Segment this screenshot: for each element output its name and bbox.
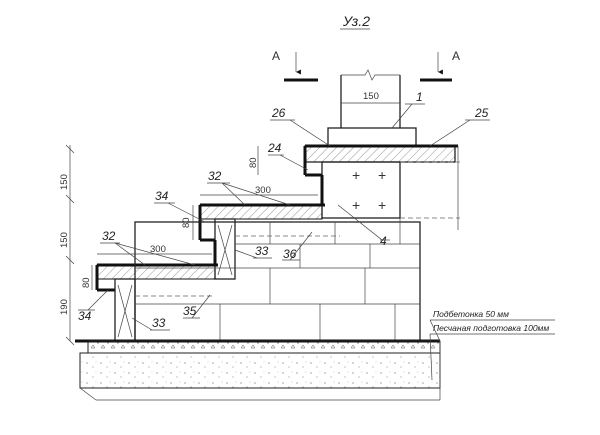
left-dimensions: 150 150 190: [59, 144, 75, 346]
svg-text:+: +: [378, 197, 386, 213]
dim-150-left-mid: 150: [59, 232, 70, 248]
svg-text:+: +: [352, 167, 360, 183]
label-1: 1: [416, 90, 423, 104]
top-landing: + + + +: [303, 144, 460, 230]
step-upper: [198, 175, 325, 280]
dim-80-mid: 80: [181, 217, 192, 228]
dim-300-lower: 300: [150, 244, 166, 255]
dim-80-top: 80: [248, 157, 259, 168]
drawing-title: Уз.2: [342, 13, 370, 29]
svg-text:+: +: [352, 197, 360, 213]
label-32-upper: 32: [208, 169, 222, 183]
column-element: 150: [327, 69, 417, 147]
dim-150-left-top: 150: [59, 174, 70, 190]
label-34-upper: 34: [155, 189, 169, 203]
label-24: 24: [267, 141, 282, 155]
label-36: 36: [283, 247, 297, 261]
step-lower: [95, 240, 218, 342]
label-33-lower: 33: [152, 316, 166, 330]
label-33-upper: 33: [255, 244, 269, 258]
dim-190-left: 190: [59, 299, 70, 315]
label-32-lower: 32: [102, 229, 116, 243]
label-35: 35: [183, 304, 197, 318]
tread-dimensions: 300 300 80 80 80: [81, 146, 318, 290]
label-26: 26: [271, 106, 286, 120]
callouts: 1 26 25 24 32 34 4 33 36 32 34: [78, 90, 490, 331]
dim-80-low: 80: [81, 277, 92, 288]
dim-150-top: 150: [363, 91, 379, 102]
brick-wall: [134, 218, 421, 342]
section-mark-right: А: [420, 49, 460, 82]
label-4: 4: [380, 234, 387, 248]
dim-300-upper: 300: [255, 185, 271, 196]
section-mark-left: А: [272, 49, 318, 82]
svg-text:+: +: [378, 167, 386, 183]
foundation: [75, 339, 441, 401]
section-mark-left-label: А: [272, 49, 280, 63]
note-sand-layer: Песчаная подготовка 100мм: [433, 323, 549, 333]
label-25: 25: [474, 106, 489, 120]
label-34-lower: 34: [78, 309, 92, 323]
note-base-layer: Подбетонка 50 мм: [433, 309, 509, 319]
section-mark-right-label: А: [452, 49, 460, 63]
